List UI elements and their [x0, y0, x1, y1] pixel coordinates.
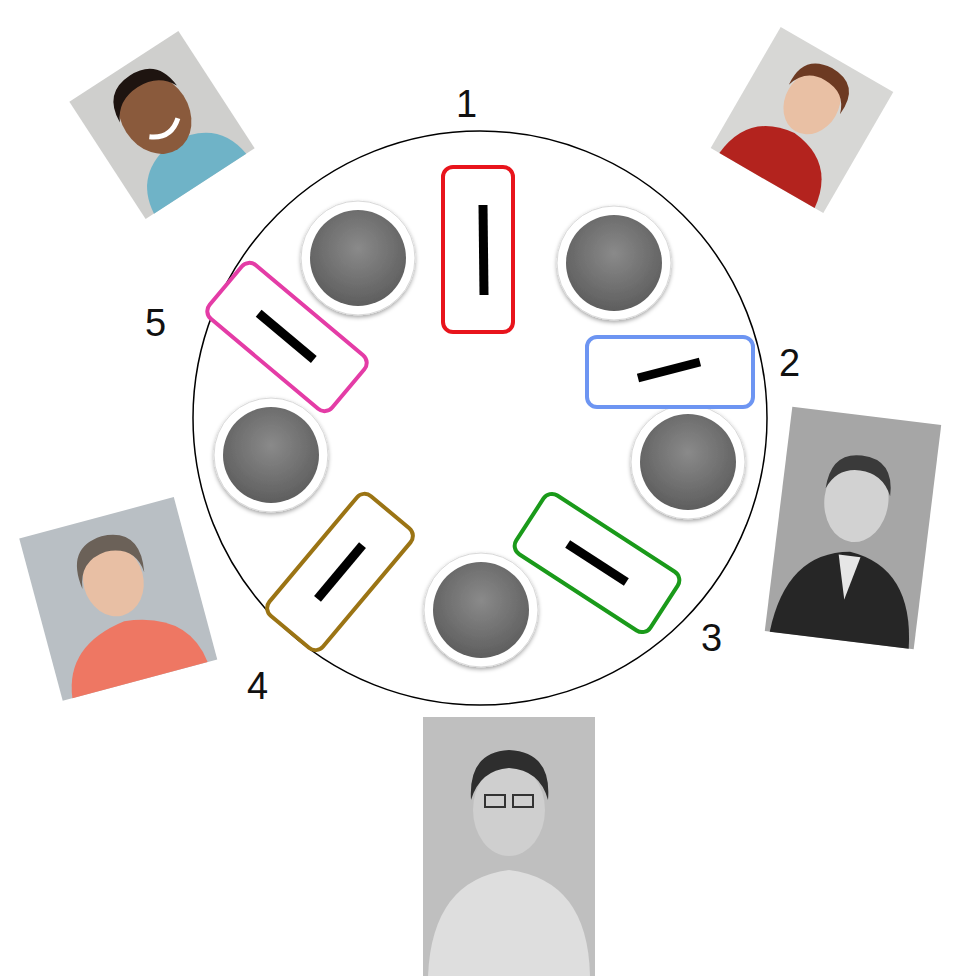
fork-2 — [587, 337, 753, 407]
plates — [214, 201, 745, 667]
table-circle — [193, 131, 767, 705]
callout-number: 2 — [779, 344, 800, 382]
portrait-top-left — [69, 31, 254, 219]
fork-3 — [511, 490, 683, 636]
portrait-top-right — [711, 27, 894, 213]
callout-number: 5 — [145, 304, 166, 342]
fork-1 — [443, 167, 513, 332]
fork-4 — [263, 490, 417, 654]
portrait-left — [19, 497, 217, 701]
callout-number: 1 — [456, 85, 477, 123]
fork-5 — [203, 259, 371, 415]
portrait-bottom — [423, 717, 595, 976]
callout-number: 4 — [247, 667, 268, 705]
portrait-right — [765, 407, 941, 650]
callout-number: 3 — [701, 619, 722, 657]
